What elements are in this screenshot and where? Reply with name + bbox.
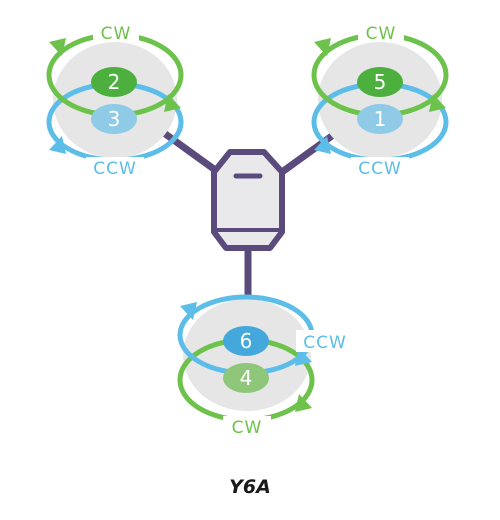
- rotation-arrow-cw-icon: [314, 38, 331, 56]
- rotation-arrow-ccw-icon: [49, 136, 66, 154]
- motor-badge-lower: [91, 104, 137, 134]
- rotation-arrow-cw-icon: [429, 94, 446, 112]
- direction-label-cw: CW: [366, 24, 397, 44]
- motor-number-2: 2: [108, 70, 121, 94]
- direction-label-cw: CW: [232, 418, 263, 438]
- motor-number-5: 5: [374, 70, 387, 94]
- motor-pair-top-right: CW CCW 1 5: [311, 22, 449, 179]
- direction-label-ccw: CCW: [93, 159, 137, 179]
- motor-number-3: 3: [108, 107, 121, 131]
- motor-number-4: 4: [240, 366, 253, 390]
- rotation-arrow-ccw-icon: [314, 136, 331, 154]
- prop-disc: [53, 42, 177, 158]
- motor-pair-bottom: CCW CW 4 6: [177, 294, 354, 438]
- motor-pair-top-left: CW CCW 3 2: [46, 22, 184, 179]
- direction-label-ccw: CCW: [358, 159, 402, 179]
- flight-controller-body: [211, 149, 285, 251]
- rotation-arrow-cw-icon: [295, 394, 312, 412]
- motor-badge-upper: [223, 326, 269, 356]
- motor-number-6: 6: [240, 329, 253, 353]
- direction-label-ccw: CCW: [303, 333, 347, 353]
- motor-badge-lower: [223, 363, 269, 393]
- motor-badge-upper: [91, 67, 137, 97]
- rotation-arrow-cw-icon: [164, 94, 181, 112]
- frame-type-caption: Y6A: [229, 476, 271, 498]
- motor-badge-upper: [357, 67, 403, 97]
- rotation-arrow-ccw-icon: [180, 302, 197, 320]
- motor-number-1: 1: [374, 107, 387, 131]
- rotation-arrow-cw-icon: [49, 38, 66, 56]
- prop-disc: [318, 42, 442, 158]
- rotation-arrow-ccw-icon: [295, 348, 312, 366]
- motor-badge-lower: [357, 104, 403, 134]
- direction-label-cw: CW: [101, 24, 132, 44]
